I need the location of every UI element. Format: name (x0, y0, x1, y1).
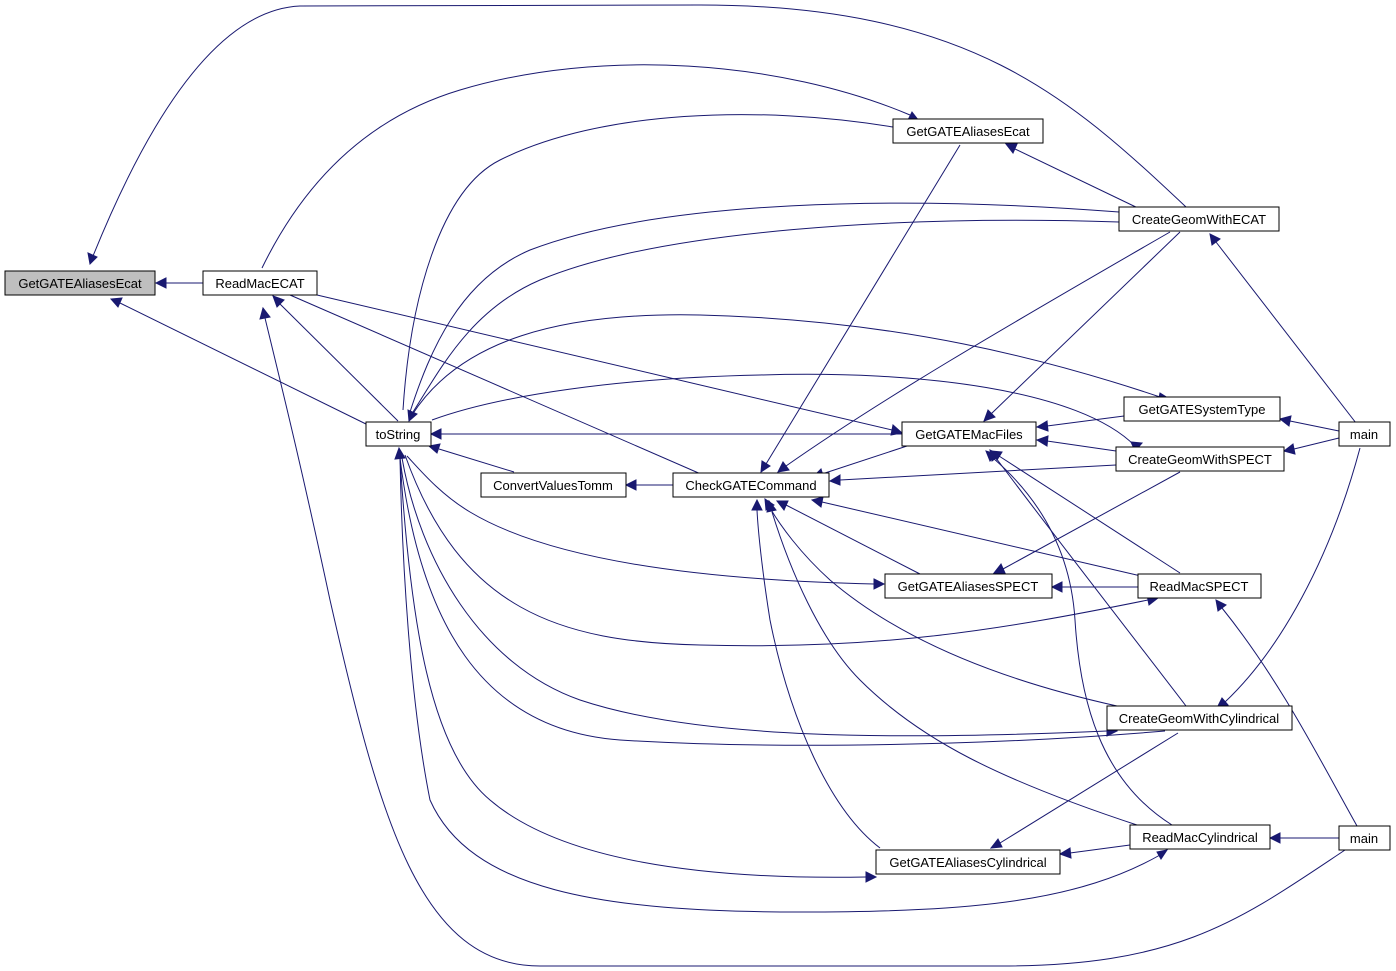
edge-getaliasesecat2-to-checkgatecommand (760, 144, 961, 473)
edge-createecat-to-tostring-a (409, 202, 1131, 413)
node-main-2[interactable]: main (1338, 825, 1391, 851)
edge-readmacecat-to-checkgatecommand (289, 294, 721, 484)
node-label: GetGATEMacFiles (915, 427, 1023, 442)
node-readmacspect[interactable]: ReadMacSPECT (1137, 573, 1262, 599)
node-label: GetGATEAliasesSPECT (898, 579, 1039, 594)
edge-getsystemtype-to-getmacfiles (1035, 415, 1125, 432)
edge-main1-to-createspect (1282, 437, 1340, 455)
node-label: CreateGeomWithCylindrical (1119, 711, 1279, 726)
edge-main2-to-readmacspect (1215, 599, 1358, 827)
edge-getaliasescyl-to-checkgatecommand (751, 498, 881, 849)
node-getgatealiasesecat[interactable]: GetGATEAliasesEcat (892, 118, 1044, 144)
edge-readmacspect-to-checkgatecommand (810, 496, 1142, 577)
edge-main1-to-createecat (1209, 233, 1357, 424)
edge-createecat-to-tostring-b (407, 219, 1120, 423)
call-graph-edges (87, 4, 1361, 967)
node-creategeomwithspect[interactable]: CreateGeomWithSPECT (1115, 446, 1285, 472)
edge-readmacspect-to-getaliasesspect (1050, 581, 1138, 593)
edge-createspect-to-checkgatecommand (828, 464, 1117, 486)
node-label: GetGATEAliasesCylindrical (889, 855, 1046, 870)
edge-getsystemtype-to-tostring (411, 314, 1170, 416)
node-label: CreateGeomWithECAT (1132, 212, 1266, 227)
edge-createecat-to-getaliasesecat2 (1004, 143, 1141, 210)
node-label: GetGATEAliasesEcat (906, 124, 1030, 139)
node-creategeomwithecat[interactable]: CreateGeomWithECAT (1118, 206, 1280, 232)
edge-readmaccyl-to-getaliasescyl (1058, 844, 1131, 859)
edge-getaliasesecat2-to-tostring (402, 114, 910, 411)
edge-readmaccyl-to-checkgatecommand (766, 499, 1141, 827)
edge-getaliasesspect-to-tostring (406, 455, 886, 590)
node-label: toString (376, 427, 421, 442)
edge-convertvaluestomm-to-tostring (427, 443, 515, 473)
node-getgatesystemtype[interactable]: GetGATESystemType (1123, 396, 1281, 422)
node-readmacecat[interactable]: ReadMacECAT (202, 270, 318, 296)
node-readmaccylindrical[interactable]: ReadMacCylindrical (1129, 824, 1271, 850)
edge-createspect-to-getaliasesspect (992, 471, 1181, 574)
edge-main2-to-readmaccyl (1268, 832, 1339, 844)
edge-createspect-to-getmacfiles (1035, 435, 1117, 452)
node-label: main (1350, 427, 1378, 442)
edge-readmaccyl-to-tostring (399, 457, 1169, 913)
edge-main1-to-getsystemtype (1278, 415, 1340, 432)
call-graph-nodes: GetGATEAliasesEcat ReadMacECAT toString … (4, 118, 1391, 875)
node-label: ReadMacECAT (215, 276, 304, 291)
node-getgatemacfiles[interactable]: GetGATEMacFiles (901, 421, 1037, 447)
edge-main2-to-readmacecat (259, 306, 1346, 967)
edge-readmacecat-to-getaliasesecat-root (154, 277, 203, 289)
node-checkgatecommand[interactable]: CheckGATECommand (672, 472, 830, 498)
edge-readmaccyl-to-getmacfiles (985, 450, 1173, 826)
edge-createecat-to-getmacfiles (983, 231, 1181, 422)
edge-tostring-to-getaliasesecat-root (109, 297, 369, 426)
node-label: ReadMacCylindrical (1142, 830, 1258, 845)
node-getgatealiasesecat-root[interactable]: GetGATEAliasesEcat (4, 270, 156, 296)
node-label: CheckGATECommand (685, 478, 816, 493)
node-label: CreateGeomWithSPECT (1128, 452, 1272, 467)
node-getgatealiasesspect[interactable]: GetGATEAliasesSPECT (884, 573, 1053, 599)
edge-checkgatecommand-to-convertvaluestomm (624, 479, 673, 491)
edge-getmacfiles-to-tostring (429, 428, 902, 440)
edge-readmacecat-to-getmacfiles (316, 294, 904, 436)
node-tostring[interactable]: toString (365, 421, 432, 447)
edge-getaliasescyl-to-tostring (399, 457, 878, 883)
edge-readmacecat-to-getaliasesecat2 (261, 64, 921, 269)
node-getgatealiasescylindrical[interactable]: GetGATEAliasesCylindrical (875, 849, 1061, 875)
node-creategeomwithcylindrical[interactable]: CreateGeomWithCylindrical (1106, 705, 1293, 731)
node-convertvaluestomm[interactable]: ConvertValuesTomm (480, 472, 627, 498)
node-label: main (1350, 831, 1378, 846)
edge-getaliasesspect-to-checkgatecommand (775, 500, 921, 575)
edge-createecat-to-checkgatecommand (777, 231, 1171, 473)
node-label: GetGATEAliasesEcat (18, 276, 142, 291)
edge-createcyl-to-getaliasescyl (989, 732, 1179, 849)
node-main-1[interactable]: main (1338, 421, 1391, 447)
node-label: ReadMacSPECT (1150, 579, 1249, 594)
node-label: ConvertValuesTomm (493, 478, 613, 493)
node-label: GetGATESystemType (1139, 402, 1266, 417)
edge-tostring-to-readmacecat (272, 295, 399, 422)
